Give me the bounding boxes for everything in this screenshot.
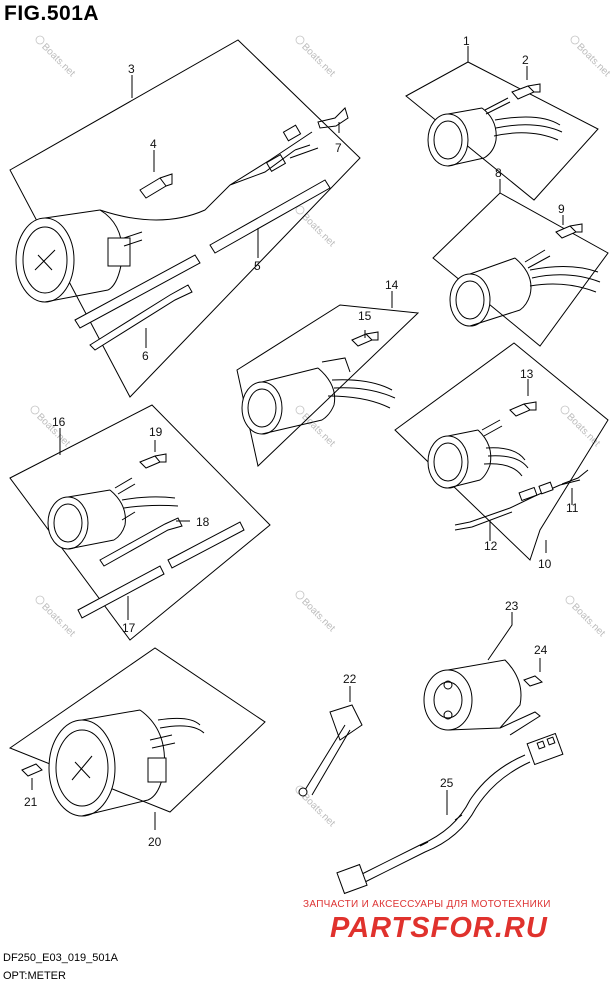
tube-5: [209, 179, 331, 254]
svg-text:Boats.net: Boats.net: [299, 791, 337, 829]
svg-text:Boats.net: Boats.net: [39, 41, 77, 79]
tie-18: [99, 517, 183, 567]
part-label-13: 13: [520, 367, 534, 381]
part-label-9: 9: [558, 202, 565, 216]
part-label-11: 11: [566, 501, 579, 515]
part-label-20: 20: [148, 835, 162, 849]
tube-17: [77, 521, 245, 619]
part-labels: 1 2 3 4 5 6 7 8 9 10 11 12 13 14 15 16 1…: [24, 34, 579, 849]
bulb-15: [351, 331, 379, 347]
part-label-4: 4: [150, 137, 157, 151]
part-label-3: 3: [128, 62, 135, 76]
bulb-13: [509, 401, 537, 417]
figure-title: FIG.501A: [4, 2, 100, 25]
bulb-4: [139, 173, 173, 199]
part-label-7: 7: [335, 141, 342, 155]
bulb-2: [511, 83, 541, 100]
gauge-20: [48, 709, 205, 817]
harness-25: [336, 732, 564, 895]
bulb-19: [139, 453, 167, 469]
part-label-2: 2: [522, 53, 529, 67]
kit-outline-20: [8, 647, 266, 813]
part-label-22: 22: [343, 672, 357, 686]
sender-22: [298, 704, 363, 797]
boats-watermark: Boats.net Boats.net Boats.net Boats.net …: [28, 33, 612, 829]
housing-23: [423, 659, 541, 736]
part-label-8: 8: [495, 166, 502, 180]
kit-outline-16: [9, 404, 271, 641]
part-label-23: 23: [505, 599, 519, 613]
screw-24: [523, 675, 543, 687]
part-label-6: 6: [142, 349, 149, 363]
harness-12: [454, 479, 581, 526]
gauge-8: [449, 249, 601, 327]
svg-text:Boats.net: Boats.net: [299, 411, 337, 449]
wire-11: [561, 469, 589, 485]
part-label-21: 21: [24, 795, 38, 809]
gauge-14: [241, 357, 396, 435]
part-label-14: 14: [385, 278, 399, 292]
gauge-3: [15, 209, 143, 303]
kit-outline-8: [432, 192, 609, 347]
svg-text:Boats.net: Boats.net: [574, 41, 612, 79]
gauge-10: [427, 419, 529, 489]
watermark-tagline: ЗАПЧАСТИ И АКСЕССУАРЫ ДЛЯ МОТОТЕХНИКИ: [303, 899, 551, 910]
kit-outline-1: [405, 61, 599, 201]
bulb-21: [21, 763, 43, 777]
figure-code: DF250_E03_019_501A: [3, 952, 118, 964]
terminal-7: [317, 107, 349, 129]
svg-text:Boats.net: Boats.net: [299, 41, 337, 79]
kit-outline-10: [394, 342, 609, 561]
part-label-25: 25: [440, 776, 454, 790]
part-label-15: 15: [358, 309, 372, 323]
tie-6: [89, 284, 193, 351]
part-label-12: 12: [484, 539, 498, 553]
part-label-5: 5: [254, 259, 261, 273]
part-label-1: 1: [463, 34, 470, 48]
svg-text:Boats.net: Boats.net: [39, 601, 77, 639]
watermark-logo: PARTSFOR.RU: [330, 912, 548, 944]
svg-text:Boats.net: Boats.net: [564, 411, 602, 449]
part-label-19: 19: [149, 425, 163, 439]
part-label-18: 18: [196, 515, 210, 529]
svg-text:Boats.net: Boats.net: [299, 211, 337, 249]
gauge-16: [47, 477, 179, 550]
svg-text:Boats.net: Boats.net: [569, 601, 607, 639]
part-label-10: 10: [538, 557, 552, 571]
bulb-9: [555, 223, 583, 239]
svg-text:Boats.net: Boats.net: [299, 596, 337, 634]
part-label-16: 16: [52, 415, 66, 429]
gauge-1: [427, 97, 563, 167]
figure-name: OPT:METER: [3, 970, 66, 982]
part-label-24: 24: [534, 643, 548, 657]
kit-outline-14: [236, 304, 420, 467]
part-label-17: 17: [122, 621, 136, 635]
